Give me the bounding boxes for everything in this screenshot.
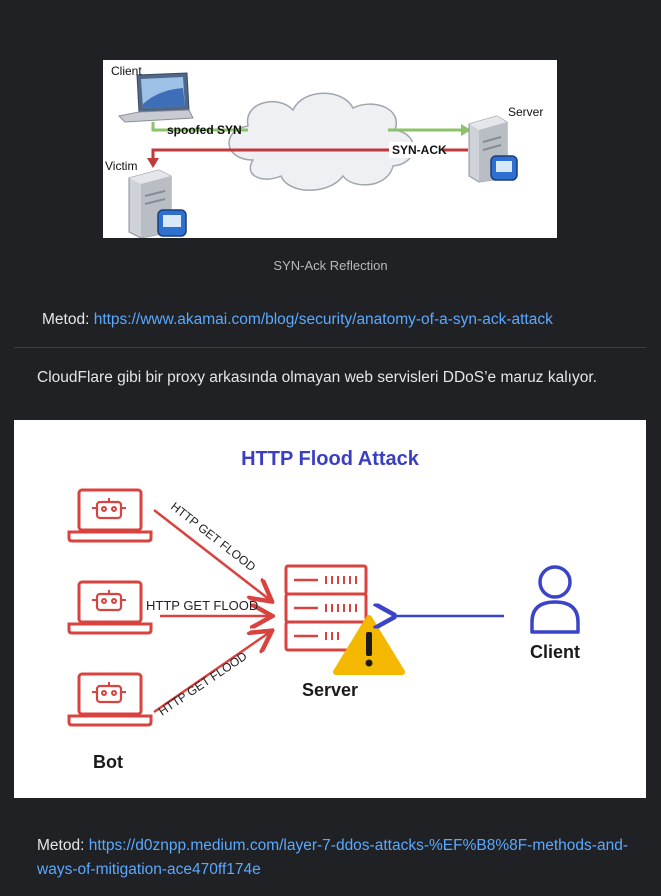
bot-laptop-icon [67,580,153,635]
server-icon [284,564,368,652]
body-paragraph: CloudFlare gibi bir proxy arkasında olma… [37,369,597,386]
diagram-title: HTTP Flood Attack [241,448,420,470]
user-icon [530,565,580,634]
victim-server-icon [128,169,187,238]
http-flood-diagram: HTTP Flood Attack [14,420,646,798]
method-line-2: Metod: https://d0znpp.medium.com/layer-7… [37,834,637,882]
bot-laptop-icon [67,488,153,543]
bot-laptop-icon [67,672,153,727]
client-label: Client [111,64,142,78]
method-line-1: Metod: https://www.akamai.com/blog/secur… [42,311,553,329]
warning-icon [333,615,405,675]
bot-label: Bot [93,752,123,772]
divider [14,347,646,348]
client-label: Client [530,642,580,662]
flood-label-bottom: HTTP GET FLOOD [156,649,250,719]
flood-label-middle: HTTP GET FLOOD [146,598,258,613]
server-label: Server [508,105,543,119]
server-label: Server [302,680,358,700]
syn-ack-label: SYN-ACK [392,143,447,157]
method-prefix: Metod: [37,837,89,854]
cloud-icon [228,92,415,191]
akamai-link[interactable]: https://www.akamai.com/blog/security/ana… [93,311,553,328]
flood-label-top: HTTP GET FLOOD [168,499,258,574]
medium-link[interactable]: https://d0znpp.medium.com/layer-7-ddos-a… [37,837,628,878]
server-icon [468,115,518,183]
syn-ack-diagram: Client Server Victim spoofed SYN SYN-ACK [103,60,557,238]
spoofed-syn-label: spoofed SYN [167,123,242,137]
method-prefix: Metod: [42,311,94,328]
client-laptop-icon [117,72,194,123]
victim-label: Victim [105,159,137,173]
figure-caption: SYN-Ack Reflection [273,258,388,273]
